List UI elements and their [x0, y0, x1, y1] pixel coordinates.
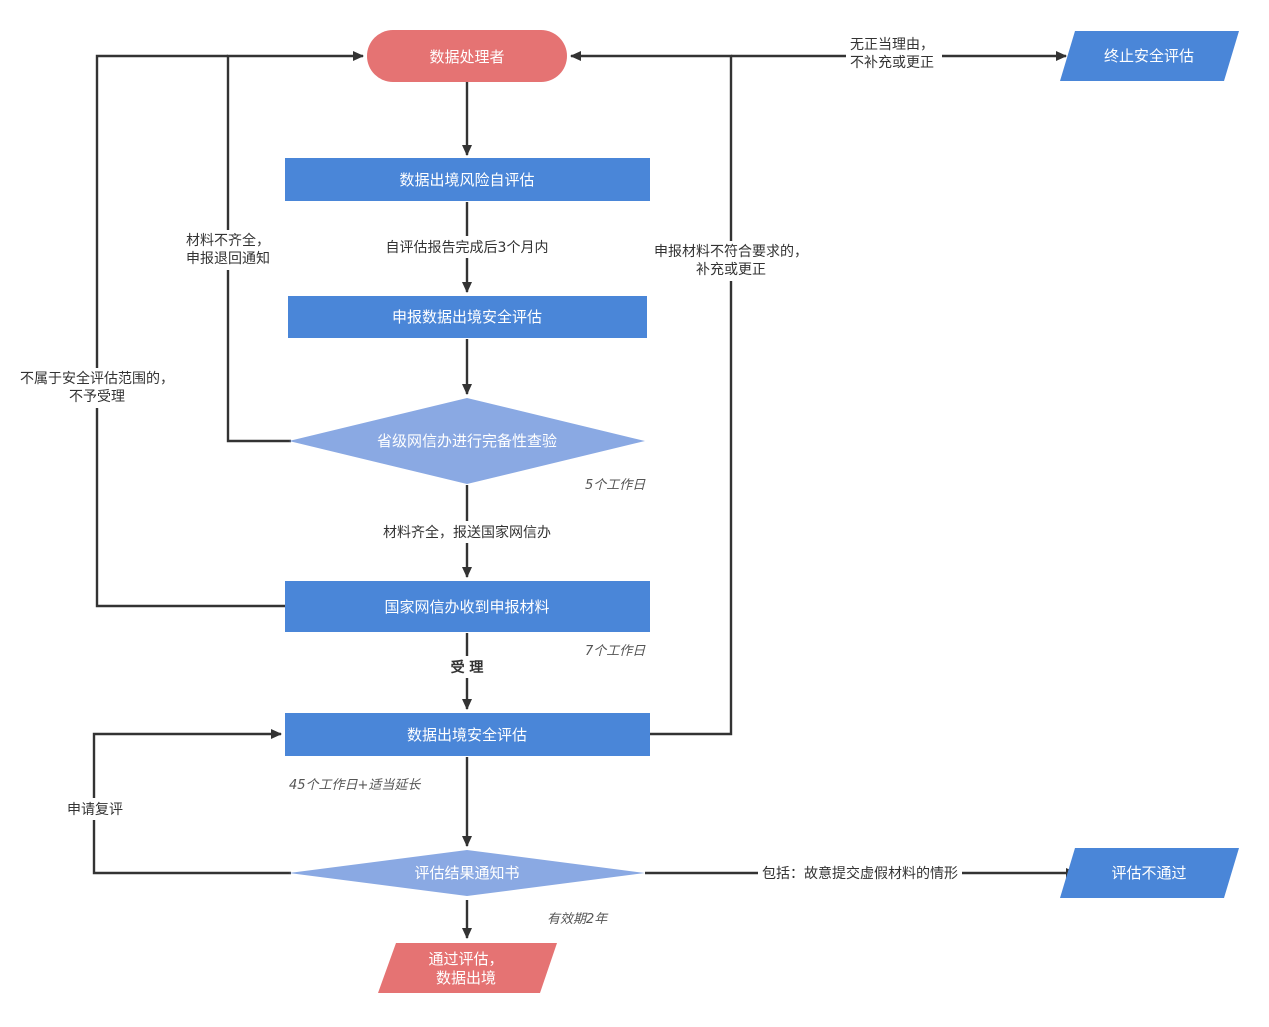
node-pass: 通过评估， 数据出境 [378, 943, 557, 993]
label-within-3-months: 自评估报告完成后3个月内 [386, 240, 549, 256]
node-pass-label-line2: 数据出境 [436, 969, 496, 987]
label-no-reason-line2: 不补充或更正 [850, 55, 934, 71]
note-valid-two-years: 有效期2年 [547, 912, 609, 927]
node-national-receive-label: 国家网信办收到申报材料 [384, 598, 549, 616]
node-result-notice: 评估结果通知书 [289, 850, 645, 896]
node-security-assessment: 数据出境安全评估 [285, 713, 650, 756]
node-fail: 评估不通过 [1060, 848, 1239, 898]
node-national-receive: 国家网信办收到申报材料 [285, 581, 650, 632]
node-provincial-check-label: 省级网信办进行完备性查验 [377, 432, 557, 450]
label-not-compliant-line2: 补充或更正 [696, 262, 766, 278]
label-accept: 受 理 [451, 659, 484, 676]
node-fail-label: 评估不通过 [1111, 864, 1186, 882]
label-not-compliant-line1: 申报材料不符合要求的， [654, 244, 808, 260]
time-notes: 5个工作日 7个工作日 45个工作日+适当延长 有效期2年 [289, 478, 646, 927]
label-incomplete-line1: 材料不齐全， [186, 232, 270, 249]
label-out-of-scope-line1: 不属于安全评估范围的， [20, 370, 174, 387]
note-forty-five-days: 45个工作日+适当延长 [289, 778, 421, 793]
node-provincial-check: 省级网信办进行完备性查验 [289, 398, 645, 484]
node-terminate: 终止安全评估 [1060, 31, 1239, 81]
note-five-days: 5个工作日 [585, 478, 646, 493]
node-self-assessment: 数据出境风险自评估 [285, 158, 650, 201]
node-processor-label: 数据处理者 [429, 48, 504, 66]
node-pass-label-line1: 通过评估， [428, 950, 503, 968]
label-incomplete-line2: 申报退回通知 [186, 250, 270, 267]
node-security-assessment-label: 数据出境安全评估 [407, 726, 527, 744]
label-out-of-scope-line2: 不予受理 [69, 389, 125, 405]
label-no-reason-line1: 无正当理由， [850, 37, 934, 53]
edge-not-compliant [570, 51, 733, 736]
node-result-notice-label: 评估结果通知书 [414, 864, 519, 882]
label-includes-fake: 包括：故意提交虚假材料的情形 [762, 865, 958, 882]
node-apply: 申报数据出境安全评估 [288, 296, 647, 338]
node-processor: 数据处理者 [367, 30, 567, 82]
label-reapply: 申请复评 [67, 801, 123, 818]
node-self-assessment-label: 数据出境风险自评估 [399, 171, 534, 189]
note-seven-days: 7个工作日 [585, 644, 646, 659]
edge-out-of-scope [95, 54, 285, 608]
node-terminate-label: 终止安全评估 [1104, 47, 1194, 65]
edge-labels: 自评估报告完成后3个月内 材料齐全，报送国家网信办 受 理 材料不齐全， 申报退… [14, 36, 962, 884]
node-apply-label: 申报数据出境安全评估 [392, 308, 542, 326]
label-materials-complete: 材料齐全，报送国家网信办 [383, 524, 551, 541]
